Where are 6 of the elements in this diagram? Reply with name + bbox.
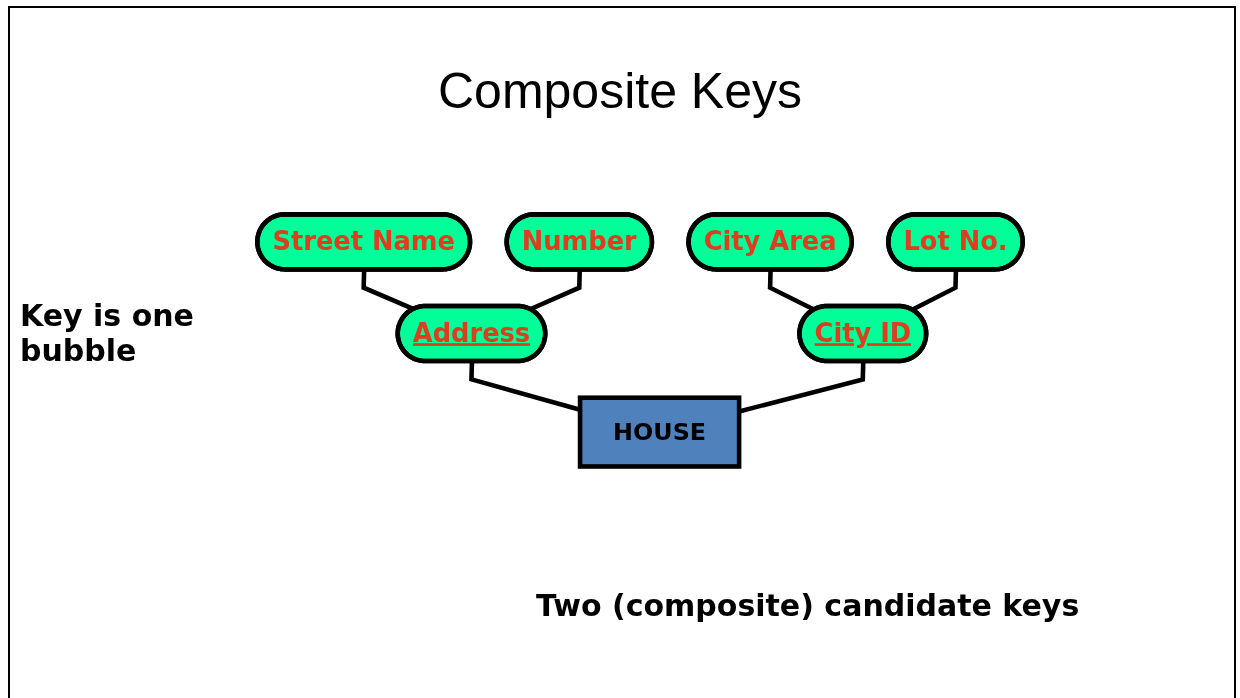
title: Composite Keys (436, 62, 803, 120)
note: Two (composite) candidate keys (536, 588, 1080, 623)
node-box: HOUSE (577, 395, 742, 469)
connector (529, 269, 583, 311)
note: Key is one bubble (20, 298, 195, 368)
connector (911, 269, 959, 312)
